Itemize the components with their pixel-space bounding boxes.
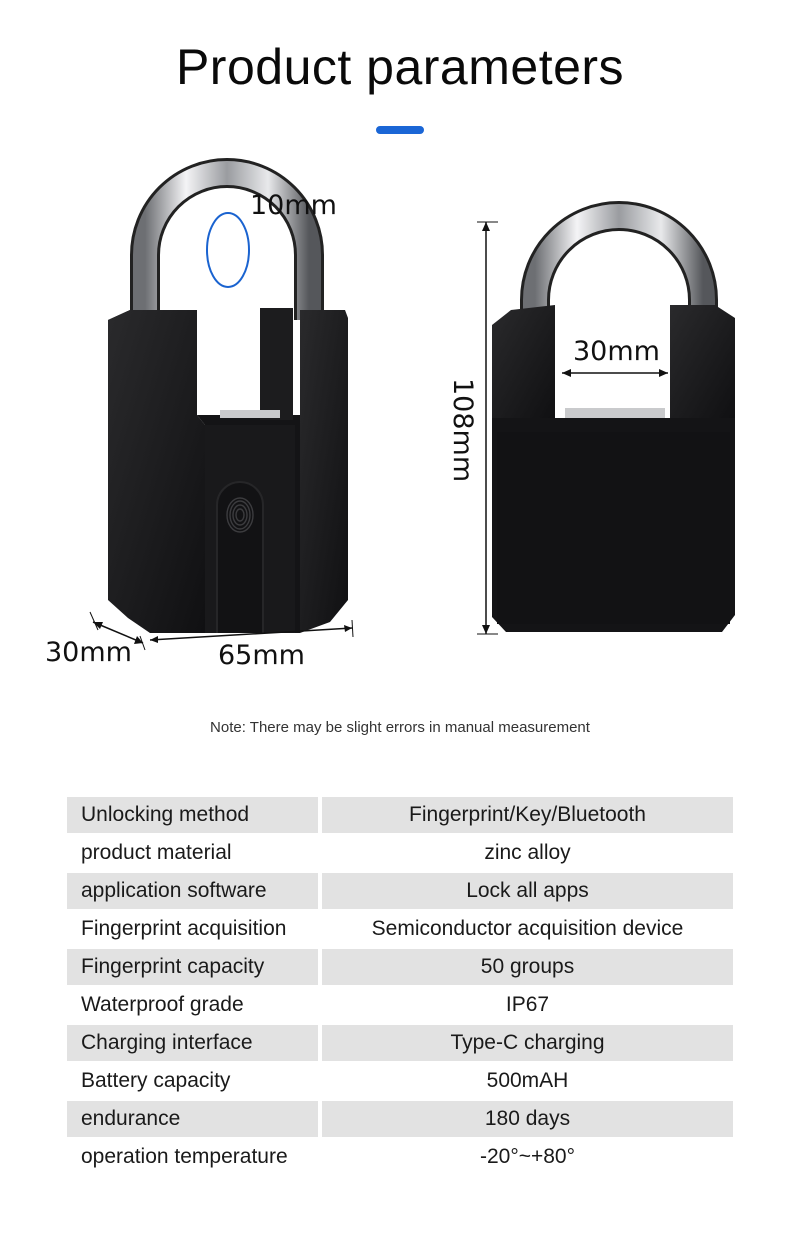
- fingerprint-icon: [226, 497, 254, 533]
- height-label: 108mm: [447, 378, 478, 483]
- shackle-clearance-label: 30mm: [573, 336, 660, 367]
- page-title: Product parameters: [175, 39, 625, 95]
- spec-value: Lock all apps: [322, 873, 733, 909]
- spec-value: 500mAH: [486, 1069, 569, 1092]
- title-accent-bar: [376, 126, 424, 134]
- spec-value: IP67: [505, 993, 550, 1016]
- left-lock-image: [89, 158, 354, 651]
- spec-label: Battery capacity: [81, 1069, 231, 1092]
- measurement-note: Note: There may be slight errors in manu…: [210, 719, 590, 736]
- table-row: Unlocking method Fingerprint/Key/Bluetoo…: [67, 797, 733, 835]
- spec-label: Fingerprint acquisition: [81, 917, 287, 940]
- spec-value: Semiconductor acquisition device: [371, 917, 684, 940]
- product-dimension-figure: 10mm 30mm 65mm 30mm 108mm: [0, 150, 800, 710]
- spec-value: -20°~+80°: [479, 1145, 576, 1168]
- spec-value: Fingerprint/Key/Bluetooth: [322, 797, 733, 833]
- table-row: product material zinc alloy: [67, 835, 733, 873]
- spec-label: Fingerprint capacity: [67, 949, 318, 985]
- table-row: Charging interface Type-C charging: [67, 1025, 733, 1063]
- spec-label: Charging interface: [67, 1025, 318, 1061]
- right-lock-image: [477, 201, 735, 635]
- spec-value: zinc alloy: [484, 841, 571, 864]
- table-row: application software Lock all apps: [67, 873, 733, 911]
- depth-label: 30mm: [45, 637, 132, 668]
- table-row: Battery capacity 500mAH: [67, 1063, 733, 1101]
- table-row: endurance 180 days: [67, 1101, 733, 1139]
- spec-label: Unlocking method: [67, 797, 318, 833]
- table-row: Fingerprint acquisition Semiconductor ac…: [67, 911, 733, 949]
- spec-label: Waterproof grade: [81, 993, 244, 1016]
- spec-table: Unlocking method Fingerprint/Key/Bluetoo…: [67, 797, 733, 1177]
- shackle-diameter-label: 10mm: [250, 190, 337, 221]
- spec-label: endurance: [67, 1101, 318, 1137]
- spec-value: 180 days: [322, 1101, 733, 1137]
- table-row: Fingerprint capacity 50 groups: [67, 949, 733, 987]
- spec-label: product material: [81, 841, 232, 864]
- width-label: 65mm: [218, 640, 305, 671]
- table-row: Waterproof grade IP67: [67, 987, 733, 1025]
- spec-value: Type-C charging: [322, 1025, 733, 1061]
- table-row: operation temperature -20°~+80°: [67, 1139, 733, 1177]
- spec-value: 50 groups: [322, 949, 733, 985]
- spec-label: application software: [67, 873, 318, 909]
- spec-label: operation temperature: [81, 1145, 288, 1168]
